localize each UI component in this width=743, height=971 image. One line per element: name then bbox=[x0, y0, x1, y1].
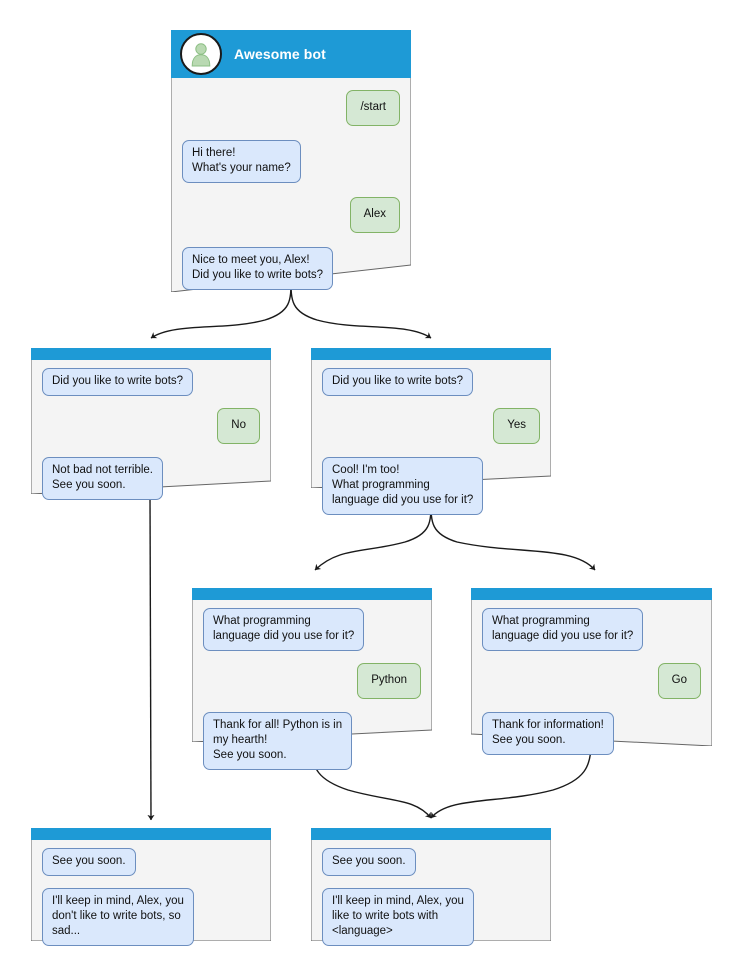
node-start-titlebar: Awesome bot bbox=[171, 30, 411, 78]
edge-go-to-end-happy bbox=[430, 743, 592, 819]
message-row: Not bad not terrible. See you soon. bbox=[42, 457, 260, 500]
person-avatar-icon bbox=[180, 33, 222, 75]
message-row: Cool! I'm too! What programming language… bbox=[322, 457, 540, 515]
node-end-sad-titlebar bbox=[31, 828, 271, 840]
user-message-bubble: Alex bbox=[349, 197, 400, 233]
node-no-branch-chat: Did you like to write bots? No Not bad n… bbox=[31, 360, 271, 500]
node-end-happy-titlebar bbox=[311, 828, 551, 840]
message-row: No bbox=[42, 408, 260, 444]
message-row: Go bbox=[482, 663, 701, 699]
user-message-bubble: Python bbox=[357, 663, 421, 699]
message-row: See you soon. bbox=[322, 848, 540, 876]
bot-message-bubble: Cool! I'm too! What programming language… bbox=[322, 457, 484, 515]
bot-message-bubble: Did you like to write bots? bbox=[42, 368, 194, 396]
node-end-happy-chat: See you soon. I'll keep in mind, Alex, y… bbox=[311, 840, 551, 946]
message-row: I'll keep in mind, Alex, you like to wri… bbox=[322, 888, 540, 946]
bot-message-bubble: I'll keep in mind, Alex, you like to wri… bbox=[322, 888, 474, 946]
edge-no-to-end-sad bbox=[147, 493, 155, 821]
message-row: See you soon. bbox=[42, 848, 260, 876]
bot-message-bubble: I'll keep in mind, Alex, you don't like … bbox=[42, 888, 194, 946]
node-no-branch[interactable]: Did you like to write bots? No Not bad n… bbox=[31, 348, 271, 500]
message-row: Nice to meet you, Alex! Did you like to … bbox=[182, 247, 400, 290]
node-python-branch-titlebar bbox=[192, 588, 432, 600]
node-python-branch-chat: What programming language did you use fo… bbox=[192, 600, 432, 770]
message-row: What programming language did you use fo… bbox=[203, 608, 421, 651]
node-start[interactable]: Awesome bot /start Hi there! What's your… bbox=[171, 30, 411, 292]
message-row: Python bbox=[203, 663, 421, 699]
node-start-title: Awesome bot bbox=[234, 46, 326, 62]
message-row: Thank for all! Python is in my hearth! S… bbox=[203, 712, 421, 770]
node-end-sad-chat: See you soon. I'll keep in mind, Alex, y… bbox=[31, 840, 271, 946]
message-row: Thank for information! See you soon. bbox=[482, 712, 701, 755]
bot-message-bubble: Not bad not terrible. See you soon. bbox=[42, 457, 164, 500]
user-message-bubble: Go bbox=[657, 663, 701, 699]
user-message-bubble: No bbox=[217, 408, 260, 444]
message-row: Yes bbox=[322, 408, 540, 444]
node-start-chat: /start Hi there! What's your name? Alex … bbox=[171, 78, 411, 290]
bot-message-bubble: Hi there! What's your name? bbox=[182, 140, 301, 183]
node-yes-branch-titlebar bbox=[311, 348, 551, 360]
bot-message-bubble: Did you like to write bots? bbox=[322, 368, 474, 396]
message-row: Hi there! What's your name? bbox=[182, 140, 400, 183]
bot-message-bubble: What programming language did you use fo… bbox=[203, 608, 365, 651]
bot-message-bubble: Thank for information! See you soon. bbox=[482, 712, 614, 755]
bot-message-bubble: See you soon. bbox=[42, 848, 136, 876]
bot-message-bubble: What programming language did you use fo… bbox=[482, 608, 644, 651]
message-row: Did you like to write bots? bbox=[322, 368, 540, 396]
message-row: What programming language did you use fo… bbox=[482, 608, 701, 651]
message-row: /start bbox=[182, 90, 400, 126]
node-go-branch-chat: What programming language did you use fo… bbox=[471, 600, 712, 755]
message-row: Alex bbox=[182, 197, 400, 233]
node-yes-branch[interactable]: Did you like to write bots? Yes Cool! I'… bbox=[311, 348, 551, 515]
message-row: I'll keep in mind, Alex, you don't like … bbox=[42, 888, 260, 946]
node-go-branch[interactable]: What programming language did you use fo… bbox=[471, 588, 712, 755]
node-python-branch[interactable]: What programming language did you use fo… bbox=[192, 588, 432, 770]
bot-message-bubble: See you soon. bbox=[322, 848, 416, 876]
user-message-bubble: /start bbox=[346, 90, 400, 126]
node-go-branch-titlebar bbox=[471, 588, 712, 600]
user-message-bubble: Yes bbox=[493, 408, 540, 444]
node-end-sad[interactable]: See you soon. I'll keep in mind, Alex, y… bbox=[31, 828, 271, 946]
node-yes-branch-chat: Did you like to write bots? Yes Cool! I'… bbox=[311, 360, 551, 515]
message-row: Did you like to write bots? bbox=[42, 368, 260, 396]
bot-message-bubble: Nice to meet you, Alex! Did you like to … bbox=[182, 247, 334, 290]
node-no-branch-titlebar bbox=[31, 348, 271, 360]
bot-message-bubble: Thank for all! Python is in my hearth! S… bbox=[203, 712, 353, 770]
node-end-happy[interactable]: See you soon. I'll keep in mind, Alex, y… bbox=[311, 828, 551, 946]
